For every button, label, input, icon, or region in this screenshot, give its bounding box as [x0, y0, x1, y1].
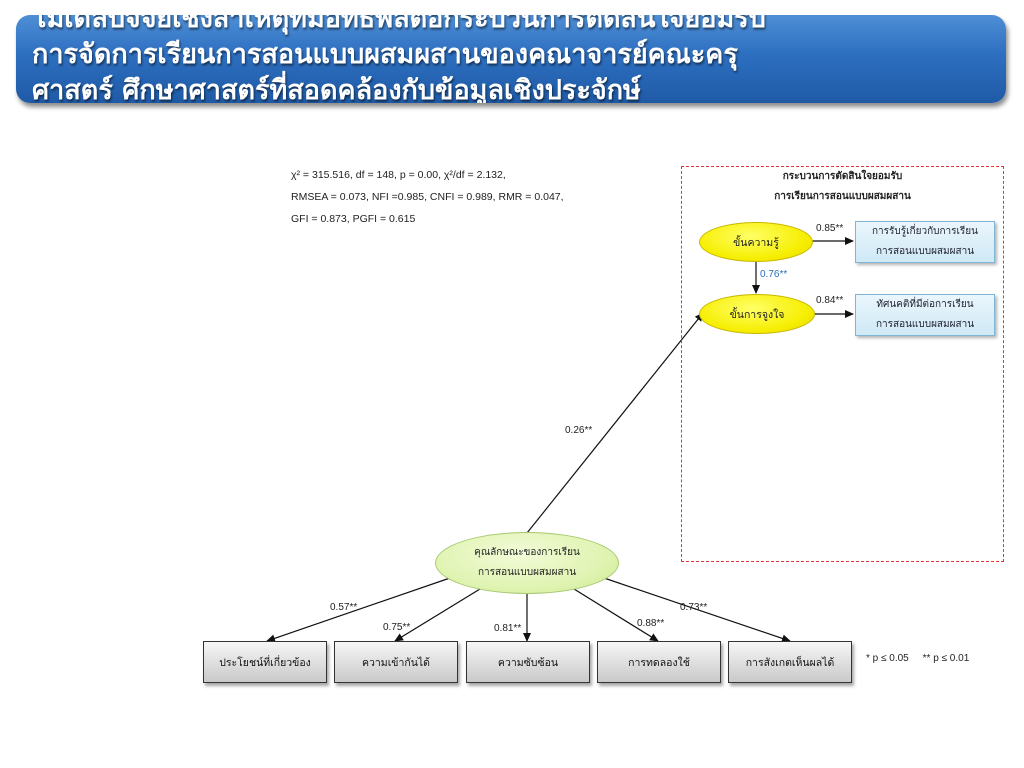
knowledge-stage-label: ขั้นความรู้ — [733, 236, 779, 249]
indicator-trialability-label: การทดลองใช้ — [628, 656, 690, 669]
fit-stats-line-2: RMSEA = 0.073, NFI =0.985, CNFI = 0.989,… — [291, 191, 564, 203]
indicator-attitude-line-1: ทัศนคติที่มีต่อการเรียน — [876, 299, 974, 310]
indicator-complexity-label: ความซับซ้อน — [497, 656, 559, 669]
indicator-observability-label: การสังเกตเห็นผลได้ — [745, 656, 835, 669]
persuasion-stage-node: ขั้นการจูงใจ — [699, 294, 815, 334]
coef-benefit: 0.57** — [330, 602, 358, 613]
significance-note: * p ≤ 0.05 ** p ≤ 0.01 — [866, 653, 970, 664]
indicator-compatibility-label: ความเข้ากันได้ — [361, 656, 431, 669]
indicator-observability-box: การสังเกตเห็นผลได้ — [728, 641, 852, 683]
indicator-benefit-label: ประโยชน์ที่เกี่ยวข้อง — [219, 656, 311, 669]
arrow-to-indicator-compatibility — [394, 588, 481, 642]
arrow-to-indicator-benefit — [266, 577, 451, 643]
fit-stats-line-1: χ² = 315.516, df = 148, p = 0.00, χ²/df … — [291, 169, 506, 181]
indicator-perception-box: การรับรู้เกี่ยวกับการเรียน การสอนแบบผสมผ… — [855, 221, 995, 263]
title-banner: โมเดลปัจจัยเชิงสาเหตุที่มีอิทธิพลต่อกระบ… — [16, 15, 1006, 103]
coef-knowledge-persuasion: 0.76** — [760, 269, 788, 280]
coef-knowledge-indicator1: 0.85** — [816, 223, 844, 234]
slide-title: โมเดลปัจจัยเชิงสาเหตุที่มีอิทธิพลต่อกระบ… — [32, 15, 1006, 103]
characteristics-node: คุณลักษณะของการเรียน การสอนแบบผสมผสาน — [435, 532, 619, 594]
coef-compatibility: 0.75** — [383, 622, 411, 633]
title-line-3: ศาสตร์ ศึกษาศาสตร์ที่สอดคล้องกับข้อมูลเช… — [32, 75, 641, 103]
indicator-benefit-box: ประโยชน์ที่เกี่ยวข้อง — [203, 641, 327, 683]
decision-process-title: กระบวนการตัดสินใจยอมรับ การเรียนการสอนแบ… — [681, 167, 1004, 207]
indicator-attitude-line-2: การสอนแบบผสมผสาน — [875, 319, 975, 330]
title-line-1: โมเดลปัจจัยเชิงสาเหตุที่มีอิทธิพลต่อกระบ… — [32, 15, 766, 34]
persuasion-stage-label: ขั้นการจูงใจ — [729, 308, 785, 321]
arrow-to-indicator-observability — [603, 577, 791, 643]
characteristics-line-1: คุณลักษณะของการเรียน — [474, 547, 580, 558]
characteristics-line-2: การสอนแบบผสมผสาน — [477, 567, 577, 578]
arrow-to-indicator-trialability — [573, 588, 659, 642]
indicator-perception-line-1: การรับรู้เกี่ยวกับการเรียน — [871, 226, 978, 237]
indicator-attitude-box: ทัศนคติที่มีต่อการเรียน การสอนแบบผสมผสาน — [855, 294, 995, 336]
coef-persuasion-indicator2: 0.84** — [816, 295, 844, 306]
knowledge-stage-node: ขั้นความรู้ — [699, 222, 813, 262]
indicator-complexity-box: ความซับซ้อน — [466, 641, 590, 683]
decision-process-title-line-1: กระบวนการตัดสินใจยอมรับ — [782, 171, 903, 182]
indicator-compatibility-box: ความเข้ากันได้ — [334, 641, 458, 683]
fit-stats-line-3: GFI = 0.873, PGFI = 0.615 — [291, 213, 416, 225]
decision-process-title-line-2: การเรียนการสอนแบบผสมผสาน — [774, 191, 911, 202]
coef-characteristics-persuasion: 0.26** — [565, 425, 593, 436]
arrow-characteristics-to-persuasion — [526, 312, 704, 534]
title-line-2: การจัดการเรียนการสอนแบบผสมผสานของคณาจารย… — [32, 39, 738, 70]
coef-complexity: 0.81** — [494, 623, 522, 634]
coef-observability: 0.73** — [680, 602, 708, 613]
coef-trialability: 0.88** — [637, 618, 665, 629]
indicator-perception-line-2: การสอนแบบผสมผสาน — [875, 246, 975, 257]
indicator-trialability-box: การทดลองใช้ — [597, 641, 721, 683]
decision-process-box — [681, 166, 1004, 562]
fit-statistics: χ² = 315.516, df = 148, p = 0.00, χ²/df … — [291, 164, 564, 230]
